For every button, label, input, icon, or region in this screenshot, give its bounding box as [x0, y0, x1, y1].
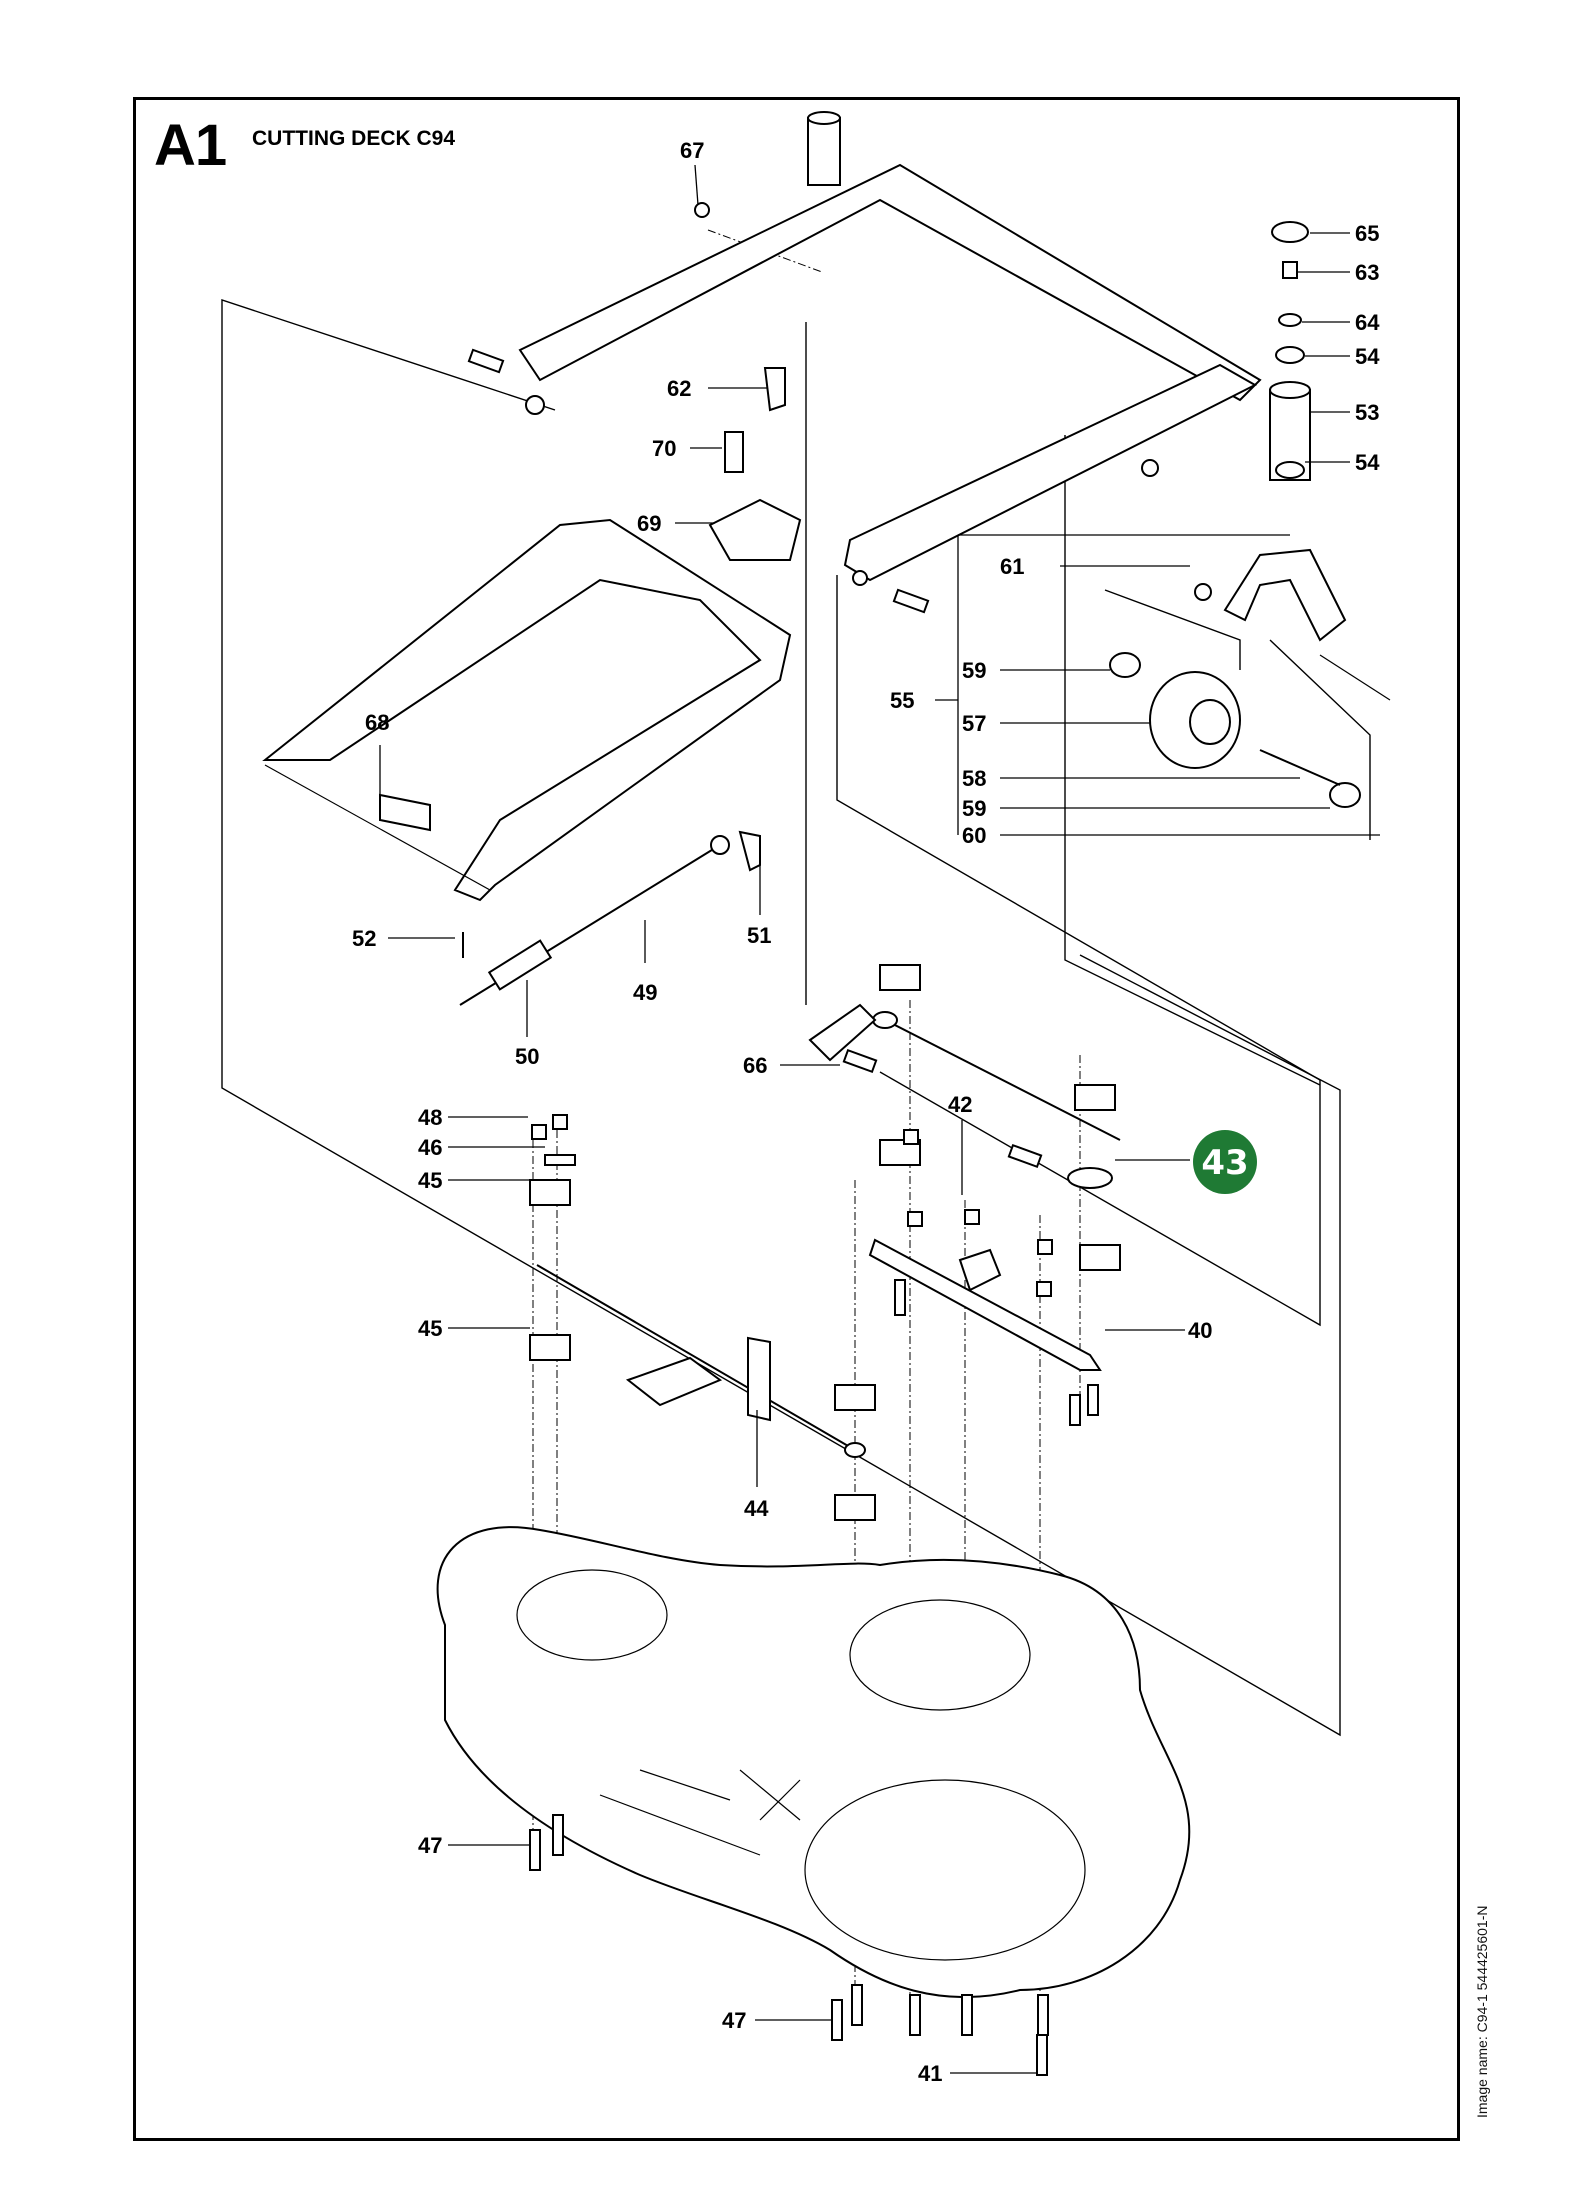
- part-label: 67: [680, 138, 704, 163]
- fasteners: [467, 202, 1212, 2076]
- support-bracket: [518, 111, 1262, 415]
- part-label: 65: [1355, 221, 1379, 246]
- section-title: CUTTING DECK C94: [252, 127, 456, 150]
- part-label: 58: [962, 766, 986, 791]
- deck-frame: [262, 518, 792, 902]
- part-label: 52: [352, 926, 376, 951]
- part-label: 40: [1188, 1318, 1212, 1343]
- mount-blocks: [529, 964, 1121, 1521]
- part-label: 54: [1355, 344, 1380, 369]
- leader-lines: [379, 164, 1380, 2074]
- part-label: 62: [667, 376, 691, 401]
- part-label: 61: [1000, 554, 1024, 579]
- cutting-deck: [436, 1526, 1191, 1999]
- caster-wheel: [1109, 221, 1391, 808]
- part-label: 53: [1355, 400, 1379, 425]
- part-label: 47: [722, 2008, 746, 2033]
- part-label: 45: [418, 1168, 442, 1193]
- part-label: 51: [747, 923, 771, 948]
- pivot-rod: [808, 1003, 1121, 1189]
- rear-shaft: [536, 1264, 866, 1458]
- small-brackets: [708, 367, 802, 561]
- part-label: 60: [962, 823, 986, 848]
- part-label: 48: [418, 1105, 442, 1130]
- part-label: 46: [418, 1135, 442, 1160]
- section-code: A1: [154, 113, 227, 178]
- part-label: 59: [962, 796, 986, 821]
- part-label: 49: [633, 980, 657, 1005]
- linkage-rod: [459, 830, 761, 1006]
- part-label: 68: [365, 710, 389, 735]
- part-label: 55: [890, 688, 914, 713]
- part-label: 59: [962, 658, 986, 683]
- part-label: 69: [637, 511, 661, 536]
- part-label: 42: [948, 1092, 972, 1117]
- highlight-callout[interactable]: 43: [1193, 1130, 1257, 1194]
- part-label: 41: [918, 2061, 942, 2086]
- projection-planes: [221, 299, 1371, 1737]
- support-bar: [868, 1238, 1102, 1371]
- highlight-part-number: 43: [1201, 1143, 1248, 1183]
- part-label: 44: [744, 1496, 769, 1521]
- part-label: 47: [418, 1833, 442, 1858]
- part-label: 54: [1355, 450, 1380, 475]
- part-label: 45: [418, 1316, 442, 1341]
- part-label: 66: [743, 1053, 767, 1078]
- diagram-frame: [133, 97, 1460, 2141]
- highlight-badge[interactable]: [1193, 1130, 1257, 1194]
- part-label: 63: [1355, 260, 1379, 285]
- part-labels: 67 65 63 64 54 62 53 70 54 69 61 59 55 5…: [352, 138, 1380, 2086]
- arm-bracket: [843, 363, 1258, 586]
- part-label: 57: [962, 711, 986, 736]
- part-label: 64: [1355, 310, 1380, 335]
- part-label: 50: [515, 1044, 539, 1069]
- part-label: 70: [652, 436, 676, 461]
